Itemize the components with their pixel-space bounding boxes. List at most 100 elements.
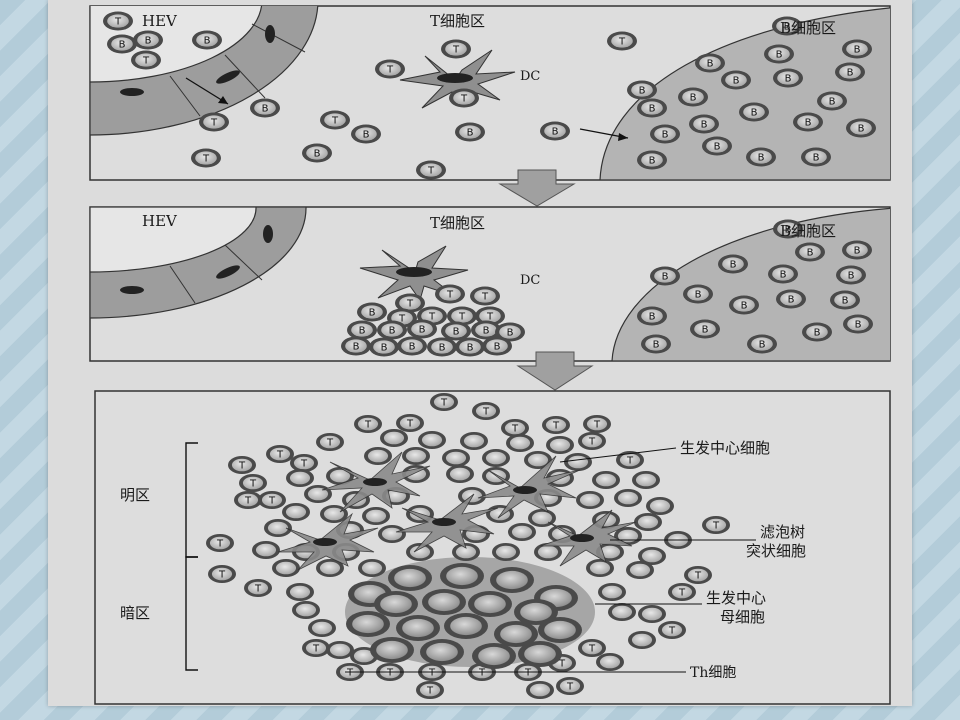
b-cell: B [721, 70, 751, 90]
t-cell-letter: T [452, 45, 460, 56]
centrocyte-cell [286, 583, 314, 601]
t-cell-letter: T [202, 154, 210, 165]
t-cell-letter: T [300, 459, 308, 470]
b-cell-letter: B [314, 149, 321, 160]
t-cell: T [470, 286, 500, 306]
b-cell-letter: B [848, 271, 855, 282]
t-cell-letter: T [478, 668, 486, 679]
b-cell-letter: B [695, 290, 702, 301]
t-cell-letter: T [114, 17, 122, 28]
t-cell: T [234, 491, 262, 509]
centroblast-cell [396, 615, 440, 641]
endothelial-nucleus [265, 25, 275, 43]
t-cell-letter: T [428, 668, 436, 679]
centrocyte-cell [308, 619, 336, 637]
t-cell: T [302, 639, 330, 657]
t-cell: T [395, 293, 425, 313]
stage-arrow-1 [498, 169, 576, 207]
b-cell-letter: B [649, 312, 656, 323]
centrocyte-cell [638, 547, 666, 565]
b-cell: B [641, 334, 671, 354]
b-cell-letter: B [707, 59, 714, 70]
t-cell: T [435, 284, 465, 304]
b-cell: B [690, 319, 720, 339]
b-cell-letter: B [829, 97, 836, 108]
t-cell: T [616, 451, 644, 469]
centroblast-cell [468, 591, 512, 617]
b-cell-letter: B [353, 342, 360, 353]
t-cell-letter: T [626, 456, 634, 467]
t-cell: T [702, 516, 730, 534]
t-cell: T [542, 416, 570, 434]
b-cell: B [702, 136, 732, 156]
b-cell: B [650, 124, 680, 144]
centrocyte-cell [452, 543, 480, 561]
t-cell-letter: T [552, 421, 560, 432]
b-cell-letter: B [854, 45, 861, 56]
centrocyte-cell [628, 631, 656, 649]
t-cell-letter: T [524, 668, 532, 679]
b-cell: B [764, 44, 794, 64]
light-zone-label: 明区 [120, 486, 150, 504]
centrocyte-cell [546, 436, 574, 454]
t-cell-letter: T [386, 668, 394, 679]
b-cell: B [678, 87, 708, 107]
centrocyte-cell [446, 465, 474, 483]
t-cell-letter: T [406, 419, 414, 430]
hev-vessel-2 [90, 207, 307, 319]
b-cell-letter: B [702, 325, 709, 336]
hev-label: HEV [142, 212, 178, 230]
t-cell: T [290, 454, 318, 472]
t-cell-letter: T [486, 312, 494, 323]
b-cell: B [427, 337, 457, 357]
t-cell-letter: T [678, 588, 686, 599]
b-cell-letter: B [788, 295, 795, 306]
centroblast-label-line2: 母细胞 [720, 608, 765, 626]
leader-line [559, 447, 677, 463]
t-cell-letter: T [511, 424, 519, 435]
b-cell-letter: B [814, 328, 821, 339]
t-cell-zone-label: T细胞区 [430, 12, 485, 30]
centrocyte-cell [460, 432, 488, 450]
centrocyte-cell [506, 434, 534, 452]
t-cell: T [228, 456, 256, 474]
b-cell-zone-label: B细胞区 [780, 19, 836, 37]
centrocyte-cell [402, 447, 430, 465]
b-cell-letter: B [639, 86, 646, 97]
b-cell-letter: B [785, 74, 792, 85]
b-cell: B [695, 53, 725, 73]
b-cell-letter: B [453, 327, 460, 338]
b-cell: B [773, 68, 803, 88]
centrocyte-cell [586, 559, 614, 577]
b-cell: B [192, 30, 222, 50]
b-cell: B [351, 124, 381, 144]
b-cell-letter: B [145, 36, 152, 47]
t-cell: T [684, 566, 712, 584]
endothelial-nucleus [120, 286, 144, 294]
t-cell-letter: T [244, 496, 252, 507]
centrocyte-cell [418, 431, 446, 449]
fdc-network [277, 451, 637, 571]
centrocyte-cell [282, 503, 310, 521]
t-cell: T [103, 11, 133, 31]
dc-label: DC [520, 69, 540, 84]
b-cell-letter: B [784, 22, 791, 33]
t-cell: T [556, 677, 584, 695]
b-cell-letter: B [759, 340, 766, 351]
b-cell-letter: B [690, 93, 697, 104]
t-cell-letter: T [238, 461, 246, 472]
b-cell: B [842, 240, 872, 260]
t-cell-letter: T [427, 166, 435, 177]
centrocyte-cell [362, 507, 390, 525]
t-cell: T [131, 50, 161, 70]
centrocyte-cell [292, 601, 320, 619]
centrocyte-cell [576, 491, 604, 509]
b-cell: B [540, 121, 570, 141]
dc-label: DC [520, 273, 540, 288]
b-cell: B [746, 147, 776, 167]
t-cell: T [208, 565, 236, 583]
b-cell-letter: B [776, 50, 783, 61]
b-cell: B [495, 322, 525, 342]
b-cell: B [842, 39, 872, 59]
b-cell-letter: B [359, 326, 366, 337]
